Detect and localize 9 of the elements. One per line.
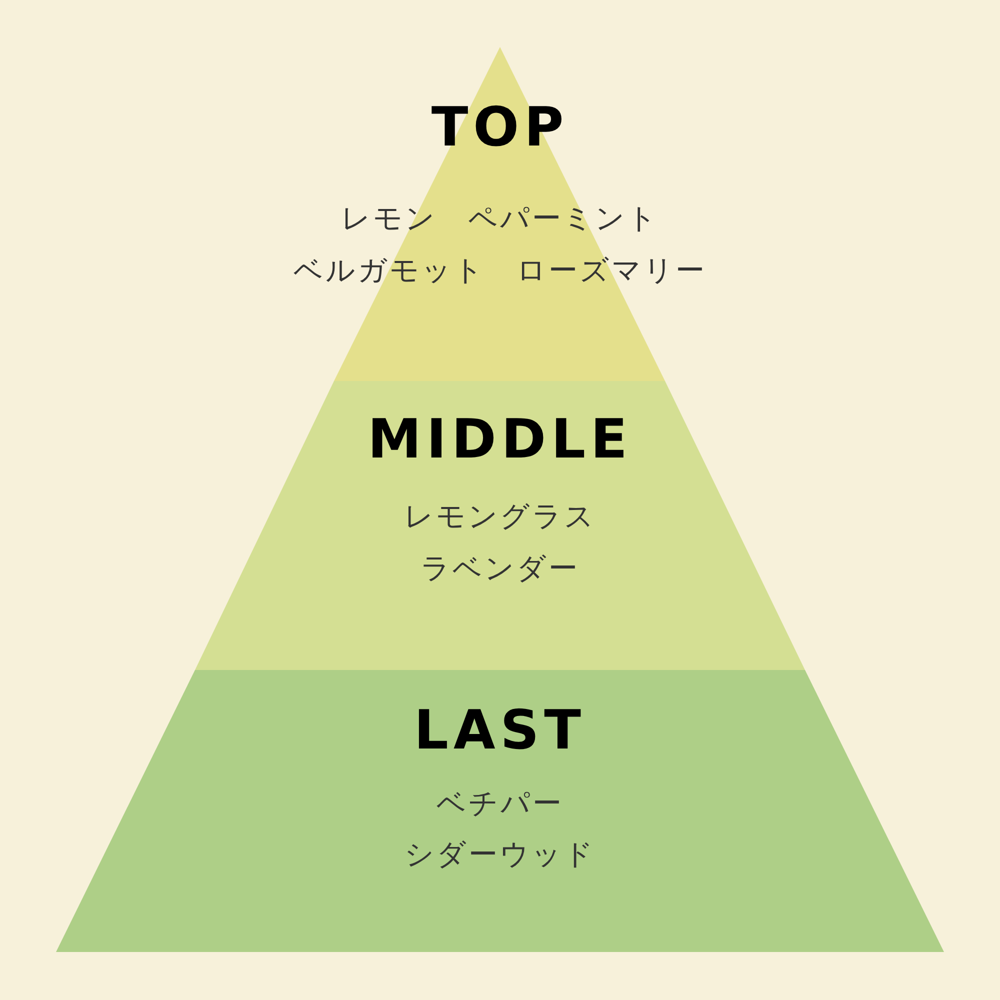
ingredient-list: ベチパー — [436, 786, 564, 820]
tier-heading: MIDDLE — [368, 408, 632, 470]
ingredient-list: シダーウッド — [404, 837, 596, 871]
ingredient-list: ラベンダー — [420, 551, 580, 585]
tier-heading: TOP — [431, 96, 569, 158]
ingredient-list: レモン ペパーミント — [341, 201, 659, 235]
ingredient-list: ベルガモット ローズマリー — [294, 253, 706, 287]
ingredient-list: レモングラス — [404, 499, 596, 533]
tier-heading: LAST — [414, 698, 586, 762]
